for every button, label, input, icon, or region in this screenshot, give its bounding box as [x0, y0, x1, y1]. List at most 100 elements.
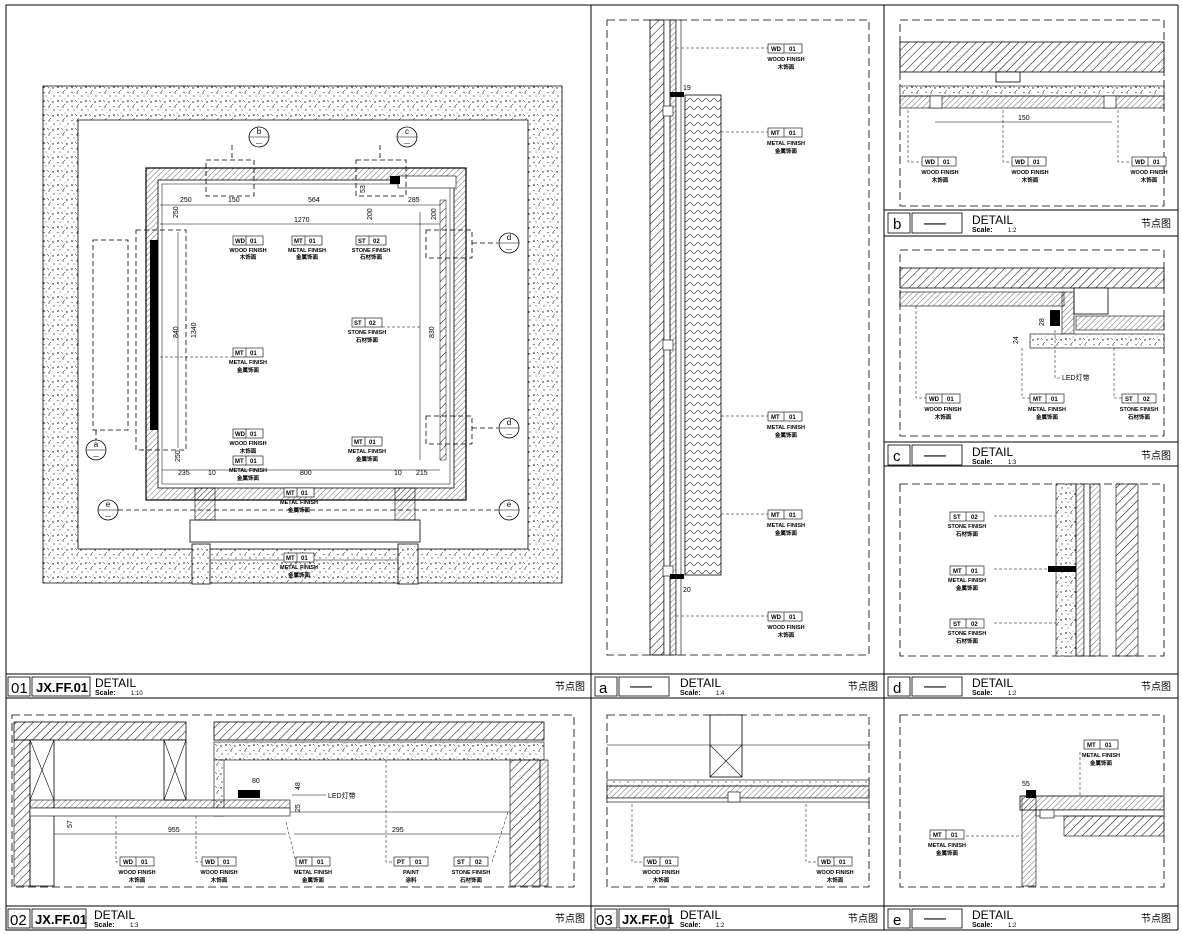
svg-text:STONE FINISH: STONE FINISH	[1120, 407, 1158, 413]
svg-text:955: 955	[168, 827, 180, 834]
svg-text:01: 01	[301, 491, 308, 497]
title-bar-d[interactable]: d —— DETAIL Scale: 1:2 节点图	[884, 673, 1178, 697]
svg-text:STONE FINISH: STONE FINISH	[452, 870, 490, 876]
panel-03-section: WD 01 WOOD FINISH 木饰面 WD 01 WOOD FINISH …	[606, 714, 870, 884]
svg-text:01: 01	[951, 833, 958, 839]
callout-e-right[interactable]: e —	[498, 499, 520, 521]
svg-text:LED灯带: LED灯带	[1062, 373, 1090, 382]
svg-text:Scale:: Scale:	[972, 459, 993, 466]
plan-tag-st-mid: ST 02 STONE FINISH 石材饰面	[348, 317, 420, 344]
s02-tag-pt: PT 01 PAINT 涂料	[393, 856, 429, 884]
e-tag-mt-2: MT 01 METAL FINISH 金属饰面	[928, 829, 966, 857]
svg-text:DETAIL: DETAIL	[95, 676, 136, 690]
title-bar-03[interactable]: 03 JX.FF.01 DETAIL Scale: 1:2 节点图	[591, 905, 884, 929]
title-bar-b[interactable]: b —— DETAIL Scale: 1:2 节点图	[884, 209, 1178, 234]
svg-text:METAL FINISH: METAL FINISH	[294, 870, 332, 876]
svg-text:a: a	[94, 440, 99, 449]
svg-text:150: 150	[1018, 115, 1030, 122]
svg-text:01: 01	[250, 351, 257, 357]
svg-text:250: 250	[173, 206, 180, 218]
svg-text:e: e	[106, 500, 111, 509]
a-tag-mt-2: MT 01 METAL FINISH 金属饰面	[721, 411, 805, 439]
e-tag-mt-1: MT 01 METAL FINISH 金属饰面	[1082, 739, 1120, 767]
svg-text:木饰面: 木饰面	[826, 876, 844, 884]
svg-text:WOOD FINISH: WOOD FINISH	[642, 870, 679, 876]
svg-text:MT: MT	[771, 415, 780, 421]
svg-text:DETAIL: DETAIL	[680, 908, 721, 922]
svg-text:木饰面: 木饰面	[128, 876, 146, 884]
svg-text:ST: ST	[953, 622, 961, 628]
s02-tag-mt: MT 01 METAL FINISH 金属饰面	[294, 856, 332, 884]
svg-text:MT: MT	[1033, 397, 1042, 403]
svg-text:01: 01	[250, 459, 257, 465]
svg-text:木饰面: 木饰面	[931, 176, 949, 184]
callout-d-bottom[interactable]: d —	[498, 417, 520, 439]
svg-text:e: e	[507, 500, 512, 509]
svg-text:METAL FINISH: METAL FINISH	[767, 523, 805, 529]
svg-text:800: 800	[300, 470, 312, 477]
svg-text:200: 200	[431, 208, 438, 220]
svg-text:Scale:: Scale:	[680, 690, 701, 697]
svg-text:METAL FINISH: METAL FINISH	[1082, 753, 1120, 759]
svg-text:02: 02	[369, 321, 376, 327]
svg-text:MT: MT	[235, 351, 244, 357]
svg-text:01: 01	[1051, 397, 1058, 403]
callout-e-left[interactable]: e —	[97, 499, 119, 521]
svg-text:01: 01	[943, 160, 950, 166]
plan-tag-mt-mid: MT 01 METAL FINISH 金属饰面	[160, 347, 267, 374]
svg-text:01: 01	[415, 860, 422, 866]
svg-text:d: d	[507, 418, 511, 427]
svg-text:ST: ST	[1125, 397, 1133, 403]
title-bar-02[interactable]: 02 JX.FF.01 DETAIL Scale: 1:3 节点图	[6, 905, 591, 929]
svg-text:285: 285	[408, 197, 420, 204]
panel-02-section: 80 48 25 955 295 57 LED灯带 WD 01 WOOD FIN…	[13, 721, 549, 887]
plan-concrete-wall	[42, 85, 563, 584]
svg-text:石材饰面: 石材饰面	[955, 637, 979, 645]
svg-text:JX.FF.01: JX.FF.01	[622, 912, 674, 927]
b-tag-wd-3: WD 01 WOOD FINISH 木饰面	[1130, 156, 1168, 184]
svg-text:石材饰面: 石材饰面	[359, 253, 383, 261]
svg-text:金属饰面: 金属饰面	[287, 506, 311, 514]
svg-text:WD: WD	[1135, 160, 1146, 166]
title-bar-c[interactable]: c —— DETAIL Scale: 1:3 节点图	[884, 441, 1178, 466]
d-tag-st-2: ST 02 STONE FINISH 石材饰面	[948, 618, 986, 645]
svg-text:DETAIL: DETAIL	[680, 676, 721, 690]
svg-text:01: 01	[223, 860, 230, 866]
svg-text:WOOD FINISH: WOOD FINISH	[924, 407, 961, 413]
s02-tag-wd-1: WD 01 WOOD FINISH 木饰面	[118, 856, 156, 884]
svg-text:石材饰面: 石材饰面	[459, 876, 483, 884]
a-tag-mt-3: MT 01 METAL FINISH 金属饰面	[721, 509, 805, 537]
b-tag-wd-1: WD 01 WOOD FINISH 木饰面	[921, 156, 959, 184]
svg-text:MT: MT	[771, 513, 780, 519]
title-bar-a[interactable]: a —— DETAIL Scale: 1:4 节点图	[591, 673, 884, 697]
title-bar-01[interactable]: 01 JX.FF.01 DETAIL Scale: 1:10 节点图	[6, 673, 591, 697]
svg-text:DETAIL: DETAIL	[972, 213, 1013, 227]
callout-d-top[interactable]: d —	[498, 232, 520, 254]
svg-text:木饰面: 木饰面	[239, 447, 257, 455]
callout-b[interactable]: b —	[248, 126, 270, 148]
title-bar-e[interactable]: e —— DETAIL Scale: 1:2 节点图	[884, 905, 1178, 929]
svg-text:c: c	[893, 448, 901, 465]
svg-text:ST: ST	[457, 860, 465, 866]
svg-text:02: 02	[1143, 397, 1150, 403]
svg-text:节点图: 节点图	[555, 681, 585, 693]
svg-text:MT: MT	[953, 569, 962, 575]
svg-text:1:2: 1:2	[1008, 923, 1017, 929]
callout-a[interactable]: a —	[85, 439, 107, 461]
d-tag-st-1: ST 02 STONE FINISH 石材饰面	[948, 511, 986, 538]
svg-text:01: 01	[309, 239, 316, 245]
svg-text:DETAIL: DETAIL	[94, 908, 135, 922]
svg-text:1:3: 1:3	[1008, 460, 1017, 466]
svg-text:1270: 1270	[294, 217, 310, 224]
svg-text:WD: WD	[123, 860, 134, 866]
a-tag-wd-top: WD 01 WOOD FINISH 木饰面	[676, 43, 805, 71]
svg-text:564: 564	[308, 197, 320, 204]
svg-text:80: 80	[252, 778, 260, 785]
panel-d-section: ST 02 STONE FINISH 石材饰面 MT 01 METAL FINI…	[948, 483, 1139, 657]
svg-text:WOOD FINISH: WOOD FINISH	[229, 441, 266, 447]
svg-text:木饰面: 木饰面	[239, 253, 257, 261]
svg-text:金属饰面: 金属饰面	[955, 584, 979, 592]
callout-c[interactable]: c —	[396, 126, 418, 148]
svg-text:—: —	[93, 454, 99, 460]
plan-tag-st-top: ST 02 STONE FINISH 石材饰面	[352, 235, 390, 261]
